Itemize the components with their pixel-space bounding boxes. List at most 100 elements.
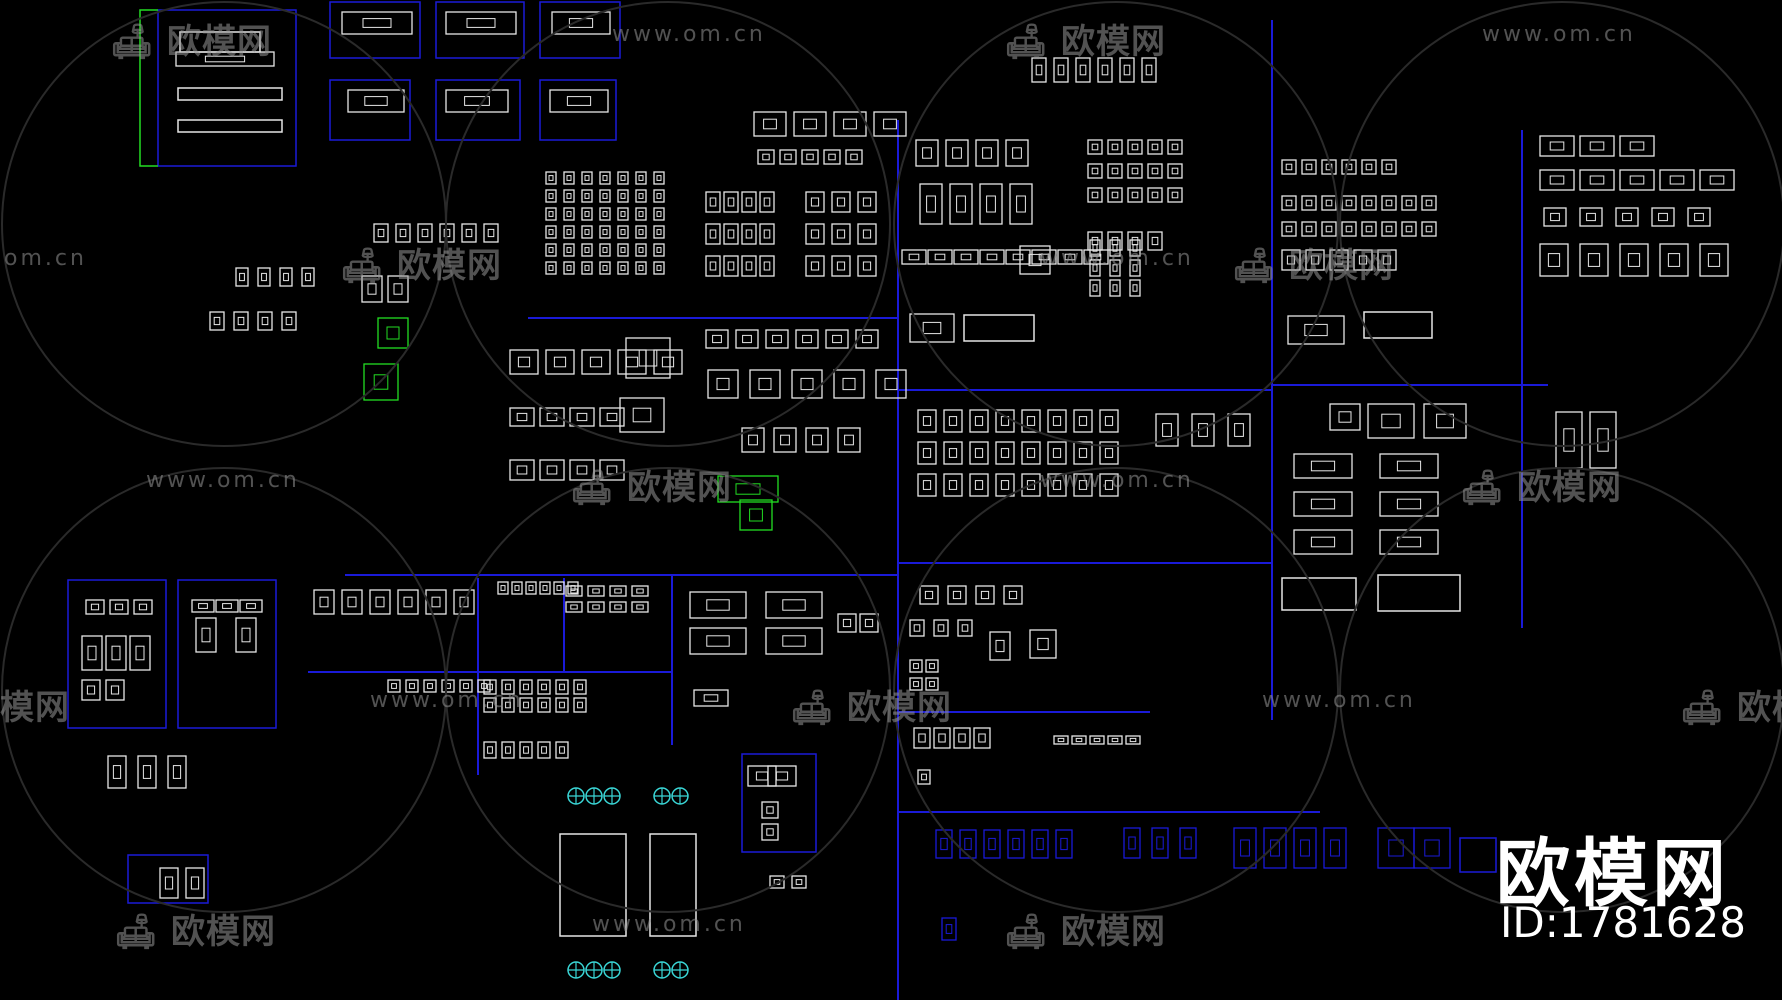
cad-component-symbol (313, 589, 335, 615)
cad-component-detail (222, 603, 232, 609)
cad-component-detail (922, 480, 932, 490)
cad-component-symbol (105, 635, 127, 671)
cad-component-symbol (1659, 243, 1689, 277)
cad-component-detail (632, 407, 652, 423)
cad-component-detail (1305, 163, 1313, 171)
component-symbols (81, 11, 1735, 941)
cad-component-symbol (1047, 473, 1067, 497)
cad-component-detail (602, 193, 608, 199)
cad-component-symbol (653, 225, 665, 239)
cad-component-symbol (957, 619, 973, 637)
cad-component-symbol (1651, 207, 1675, 227)
distribution-cabinet (177, 579, 277, 729)
cad-component-symbol (581, 207, 593, 221)
cad-component-detail (1090, 253, 1102, 261)
cad-component-detail (1285, 199, 1293, 207)
cad-component-symbol (453, 589, 475, 615)
cad-component-detail (1091, 236, 1099, 246)
cad-component-symbol (599, 459, 625, 481)
cad-component-symbol (519, 679, 533, 695)
cad-component-symbol (689, 591, 747, 619)
cad-component-symbol (563, 261, 575, 275)
cad-component-symbol (857, 255, 877, 277)
cad-component-detail (850, 153, 858, 161)
cad-component-symbol (693, 689, 729, 707)
cad-component-detail (924, 590, 934, 600)
watermark-circle (445, 467, 891, 913)
cad-component-detail (523, 746, 529, 754)
cad-component-detail (1330, 839, 1340, 857)
cad-component-detail (377, 228, 385, 238)
cad-component-detail (1012, 253, 1024, 261)
cad-component-symbol (537, 679, 551, 695)
cad-component-detail (766, 828, 774, 836)
indicator-lamp-cross (604, 962, 620, 978)
cad-component-detail (810, 261, 820, 271)
cad-component-symbol (1227, 413, 1251, 447)
cad-component-symbol (705, 223, 721, 245)
cad-component-detail (727, 261, 735, 271)
cad-component-symbol (945, 139, 969, 167)
cad-component-symbol (935, 829, 953, 859)
cad-component-detail (190, 876, 200, 890)
cad-component-detail (986, 195, 996, 213)
indicator-lamps (567, 787, 689, 979)
cad-component-symbol (653, 207, 665, 221)
cad-component-detail (319, 596, 329, 608)
cad-component-symbol (501, 741, 515, 759)
cad-component-symbol (617, 243, 629, 257)
cad-component-detail (1658, 212, 1668, 222)
cad-component-symbol (943, 409, 963, 433)
cad-component-detail (1112, 244, 1118, 252)
cad-component-detail (592, 604, 600, 610)
cad-component-symbol (765, 627, 823, 655)
cad-component-detail (1358, 255, 1368, 265)
cad-component-symbol (599, 189, 611, 203)
cad-component-symbol (635, 207, 647, 221)
cad-component-symbol (635, 189, 647, 203)
cad-component-symbol (609, 585, 627, 597)
cad-component-detail (505, 746, 511, 754)
cad-component-detail (111, 645, 121, 661)
cad-component-detail (727, 197, 735, 207)
cad-component-symbol (617, 225, 629, 239)
cad-component-symbol (1167, 187, 1183, 203)
cad-component-symbol (257, 267, 271, 287)
cad-component-symbol (555, 741, 569, 759)
cad-component-symbol (1361, 195, 1377, 211)
cad-component-symbol (1127, 139, 1143, 155)
cad-component-symbol (1057, 249, 1083, 265)
cad-component-detail (913, 624, 921, 632)
cad-component-symbol (397, 589, 419, 615)
cad-component-symbol (909, 677, 923, 691)
cad-component-detail (703, 694, 719, 702)
cad-component-detail (952, 147, 962, 159)
cad-component-detail (661, 356, 675, 368)
cad-component-detail (1008, 590, 1018, 600)
cad-component-symbol (805, 191, 825, 213)
cad-component-detail (576, 465, 588, 475)
cad-component-detail (1365, 225, 1373, 233)
cad-component-symbol (805, 255, 825, 277)
cad-component-detail (918, 733, 926, 743)
cad-component-detail (164, 876, 174, 890)
cad-component-detail (505, 701, 511, 709)
cad-component-symbol (519, 741, 533, 759)
cad-component-detail (602, 211, 608, 217)
cad-component-symbol (405, 679, 419, 693)
sofa-logo-icon: 🛋 (340, 246, 398, 286)
cad-component-detail (1707, 253, 1721, 267)
cad-component-detail (1425, 199, 1433, 207)
cad-component-symbol (545, 171, 557, 185)
cad-component-symbol (1281, 221, 1297, 237)
cad-component-symbol (1179, 827, 1197, 859)
cad-component-detail (409, 683, 415, 689)
cad-component-detail (1012, 147, 1022, 159)
cad-component-symbol (1089, 279, 1101, 297)
cad-component-symbol (563, 225, 575, 239)
cad-component-symbol (925, 677, 939, 691)
cad-component-symbol (461, 223, 477, 243)
cad-component-symbol (195, 617, 217, 653)
